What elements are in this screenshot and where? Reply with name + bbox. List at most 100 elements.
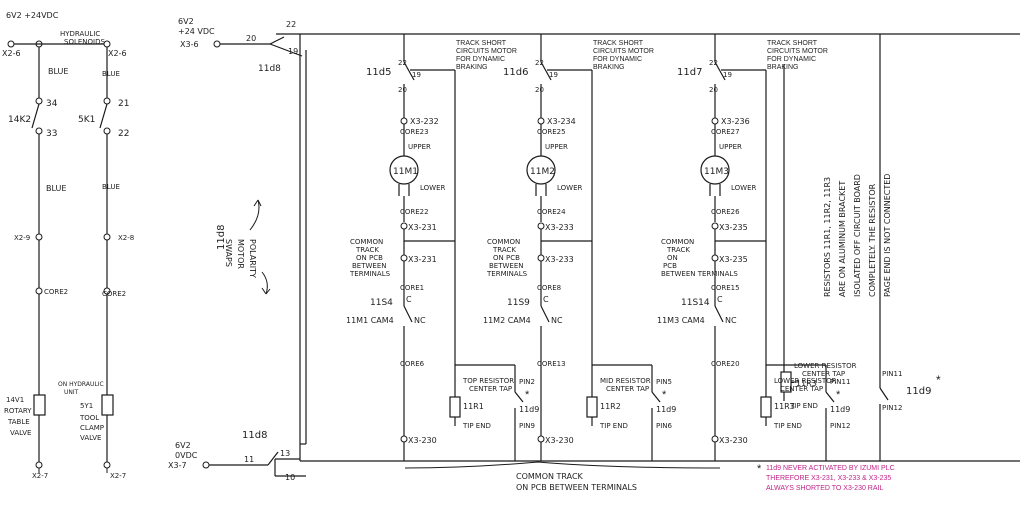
- relay-contact-right: 19: [549, 71, 558, 79]
- tip-label: TIP END: [773, 422, 802, 430]
- swap-note-relay: 11d8: [216, 225, 227, 250]
- left-terminal-x2-6-b: X2-6: [108, 49, 127, 58]
- resistor-name: 11R3: [774, 402, 795, 411]
- common-4: BETWEEN: [489, 262, 524, 270]
- terminal-b: X3-231: [408, 223, 437, 232]
- hydraulic-label-2: SOLENOIDS: [64, 38, 105, 46]
- bottom-supply-wiring: [202, 451, 1020, 477]
- far-right-branch: [780, 34, 889, 461]
- main-supply-wire: 20: [246, 34, 256, 43]
- pink-asterisk: *: [757, 463, 762, 475]
- nc-label: NC: [725, 316, 737, 325]
- track-note-1: TRACK SHORT: [456, 40, 507, 47]
- main-supply-label-2: +24 VDC: [178, 27, 215, 36]
- svg-text:COMPLETELY. THE RESISTOR: COMPLETELY. THE RESISTOR: [868, 183, 877, 297]
- terminal-a: X3-234: [547, 117, 576, 126]
- main-supply-label-1: 6V2: [178, 17, 194, 26]
- terminal-bottom: X3-230: [545, 436, 574, 445]
- core-d: CORE20: [711, 360, 740, 368]
- tip-label: TIP END: [599, 422, 628, 430]
- branch-a-wire-top: BLUE: [48, 67, 68, 76]
- left-terminal-x2-6-a: X2-6: [2, 49, 21, 58]
- nc-label: NC: [551, 316, 563, 325]
- hydraulic-label-1: HYDRAULIC: [60, 30, 100, 38]
- branch-b-wire-top: BLUE: [102, 70, 120, 78]
- lower-label: LOWER: [731, 184, 757, 192]
- branch-a-contact-name: 14K2: [8, 115, 31, 125]
- r3-note-1: LOWER RESISTOR: [794, 362, 857, 370]
- common-2: TRACK: [355, 246, 379, 254]
- pin-b: PIN12: [830, 422, 850, 430]
- track-note-3: FOR DYNAMIC: [767, 56, 816, 63]
- common-track-brace: [404, 461, 721, 469]
- bottom-supply-label-1: 6V2: [175, 441, 191, 450]
- unit-note-2: UNIT: [64, 389, 79, 396]
- common-2: TRACK: [666, 246, 690, 254]
- resistor-note-1: TOP RESISTOR: [462, 377, 514, 385]
- common-5: TERMINALS: [486, 270, 528, 278]
- terminal-c: X3-233: [545, 255, 574, 264]
- main-supply-relay-no: 19: [288, 47, 298, 56]
- bottom-supply-wire: 11: [244, 455, 254, 464]
- track-note-2: CIRCUITS MOTOR: [456, 48, 517, 55]
- core-c: CORE1: [400, 284, 424, 292]
- switch-name: 11S9: [507, 298, 530, 308]
- relay-asterisk: *: [662, 389, 667, 401]
- coil-14v1: [33, 394, 46, 416]
- relay-contact-right: 19: [723, 71, 732, 79]
- resistor-symbol: [586, 396, 598, 418]
- coil-5y1-desc3: VALVE: [80, 434, 101, 442]
- switch-sub: 11M2 CAM4: [483, 316, 531, 325]
- coil-5y1: [101, 394, 114, 416]
- terminal-bottom: X3-230: [719, 436, 748, 445]
- branch-b-wire-mid: BLUE: [102, 183, 120, 191]
- vertical-resistor-note: RESISTORS 11R1, 11R2, 11R3 ARE ON ALUMIN…: [823, 174, 892, 297]
- track-note-2: CIRCUITS MOTOR: [767, 48, 828, 55]
- c-label: C: [717, 295, 723, 304]
- relay-contact-bottom: 20: [709, 86, 718, 94]
- unit-note-1: ON HYDRAULIC: [58, 381, 104, 388]
- branch-b-terminal-bottom: X2-7: [110, 472, 126, 480]
- relay-contact-top: 22: [709, 59, 718, 67]
- core-b: CORE22: [400, 208, 429, 216]
- switch-name: 11S4: [370, 298, 393, 308]
- pin-a: PIN5: [656, 378, 672, 386]
- terminal-b: X3-235: [719, 223, 748, 232]
- bottom-note-2: ON PCB BETWEEN TERMINALS: [516, 483, 637, 492]
- terminal-a: X3-236: [721, 117, 750, 126]
- common-3: ON PCB: [356, 254, 383, 262]
- relay-name: 11d6: [503, 67, 528, 78]
- relay-contact: 11d9: [656, 405, 676, 414]
- common-1: COMMON: [661, 238, 694, 246]
- upper-label: UPPER: [408, 143, 431, 151]
- tip-label: TIP END: [462, 422, 491, 430]
- bottom-supply-contact-bottom: 10: [285, 473, 295, 482]
- c-label: C: [406, 295, 412, 304]
- svg-text:RESISTORS 11R1, 11R2, 11R3: RESISTORS 11R1, 11R2, 11R3: [823, 177, 832, 297]
- r3-asterisk: *: [936, 373, 941, 387]
- core-b: CORE24: [537, 208, 566, 216]
- branch-a-terminal-mid: X2-9: [14, 234, 30, 242]
- pin-b: PIN9: [519, 422, 535, 430]
- left-branch-a-wire: [31, 47, 46, 469]
- coil-5y1-desc1: TOOL: [79, 414, 99, 422]
- resistor-note-1: MID RESISTOR: [600, 377, 651, 385]
- core-a: CORE25: [537, 128, 566, 136]
- resistor-note-2: CENTER TAP: [606, 385, 649, 393]
- left-branch-b-wire: [38, 47, 114, 473]
- common-4: PCB: [663, 262, 677, 270]
- svg-text:PAGE END IS NOT CONNECTED: PAGE END IS NOT CONNECTED: [883, 174, 892, 297]
- motor-name: 11M3: [704, 167, 729, 177]
- branch-a-terminal-bottom: X2-7: [32, 472, 48, 480]
- main-supply-relay-name: 11d8: [258, 64, 281, 74]
- track-note-1: TRACK SHORT: [593, 40, 644, 47]
- swap-note-line1: SWAPS: [224, 239, 233, 267]
- svg-text:ISOLATED OFF CIRCUIT BOARD: ISOLATED OFF CIRCUIT BOARD: [853, 174, 862, 297]
- bottom-supply-label-2: 0VDC: [175, 451, 198, 460]
- common-3: ON: [667, 254, 678, 262]
- bottom-note-1: COMMON TRACK: [516, 472, 584, 481]
- relay-contact-top: 22: [398, 59, 407, 67]
- branch-b-core: CORE2: [102, 290, 126, 298]
